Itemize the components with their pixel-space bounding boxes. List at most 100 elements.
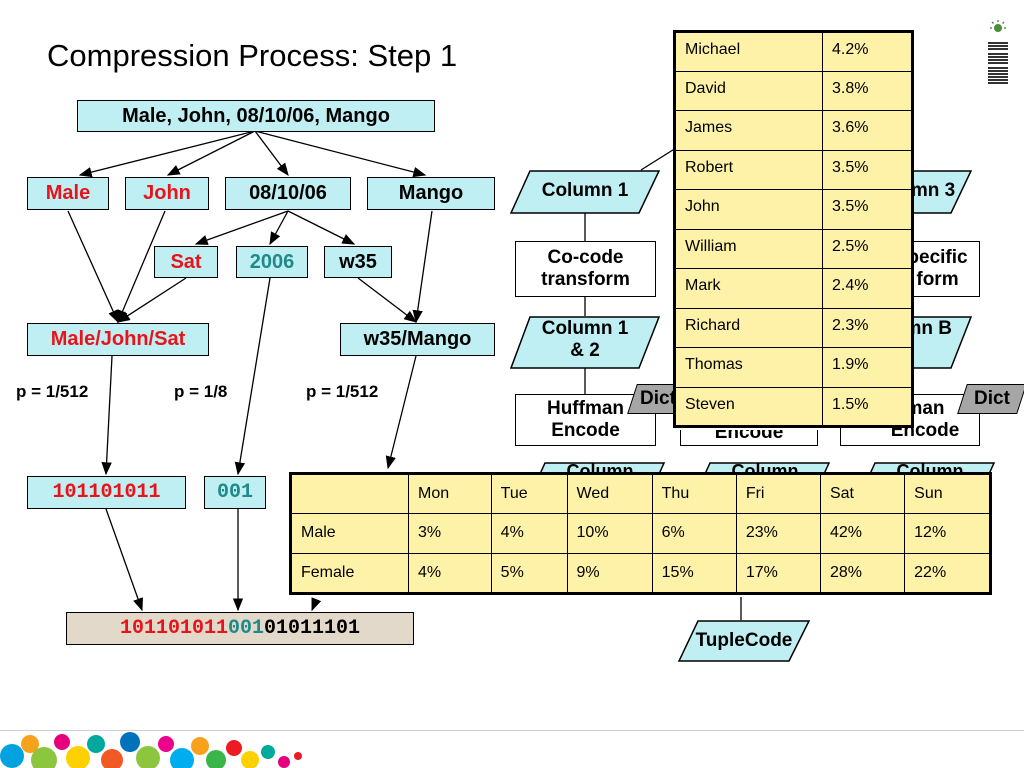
day-frequency-cell: 12%: [904, 513, 991, 554]
result-part-2: 001: [228, 617, 265, 640]
frequency-cell: 1.5%: [822, 386, 913, 427]
column1-label: Column 1: [541, 180, 629, 201]
probability-left: p = 1/512: [16, 382, 89, 401]
column-shape-1: [539, 462, 665, 474]
day-frequency-cell: 10%: [566, 513, 653, 554]
encode-middle-label: Encode: [714, 430, 784, 443]
gender-cell: Female: [290, 553, 409, 594]
day-frequency-cell: 5%: [490, 553, 568, 594]
frequency-cell: 2.4%: [822, 268, 913, 309]
dict-left-label: Dict: [640, 388, 676, 409]
footer-divider: [0, 730, 1024, 731]
name-cell: Robert: [674, 149, 823, 190]
slide-title: Compression Process: Step 1: [47, 38, 458, 73]
day-header-cell: Tue: [490, 473, 568, 514]
name-cell: Mark: [674, 268, 823, 309]
result-part-3: 01011101: [264, 617, 361, 640]
tuplecode-label: TupleCode: [695, 630, 793, 651]
columnB-label: mn B: [904, 318, 953, 339]
name-cell: Thomas: [674, 347, 823, 388]
day-header-cell: Sun: [904, 473, 991, 514]
date-box: 08/10/06: [225, 177, 351, 210]
sat-box: Sat: [154, 246, 218, 278]
frequency-cell: 2.5%: [822, 228, 913, 269]
column12-parallelogram: [510, 316, 660, 369]
male-box: Male: [27, 177, 109, 210]
huffman-right-label: man: [905, 398, 945, 419]
huffman-encode-box: Huffman Encode: [515, 394, 656, 446]
probability-right: p = 1/512: [306, 382, 379, 401]
huffman-encode-label: Huffman Encode: [546, 398, 625, 441]
name-cell: Michael: [674, 31, 823, 72]
day-header-cell: Fri: [735, 473, 821, 514]
frequency-cell: 1.9%: [822, 347, 913, 388]
w35-mango-box: w35/Mango: [340, 323, 495, 356]
day-header-cell: Sat: [819, 473, 906, 514]
column-label-2: Column: [731, 461, 799, 472]
day-frequency-cell: 9%: [566, 553, 653, 594]
day-frequency-cell: 23%: [735, 513, 821, 554]
frequency-cell: 3.8%: [822, 70, 913, 111]
code-box-left: 101101011: [27, 476, 186, 509]
name-cell: James: [674, 110, 823, 151]
cocode-transform-label: Co-code transform: [541, 247, 630, 290]
result-part-1: 101101011: [119, 617, 228, 640]
code-box-middle: 001: [204, 476, 266, 509]
dict-right-label: Dict: [974, 388, 1010, 409]
day-header-cell: Wed: [566, 473, 653, 514]
frequency-cell: 4.2%: [822, 31, 913, 72]
john-box: John: [125, 177, 209, 210]
column3-label: mn 3: [910, 180, 956, 201]
day-header-cell: Thu: [651, 473, 737, 514]
root-record-box: Male, John, 08/10/06, Mango: [77, 100, 435, 132]
frequency-cell: 2.3%: [822, 307, 913, 348]
male-john-sat-box: Male/John/Sat: [27, 323, 209, 356]
cocode-transform-box: Co-code transform: [515, 241, 656, 297]
column12-label: Column 1 & 2: [541, 318, 629, 361]
column1-parallelogram: [510, 170, 660, 214]
day-frequency-cell: 28%: [819, 553, 906, 594]
mango-box: Mango: [367, 177, 495, 210]
day-frequency-cell: 4%: [490, 513, 568, 554]
year-box: 2006: [236, 246, 308, 278]
day-header-cell: Mon: [408, 473, 492, 514]
day-frequency-cell: 6%: [651, 513, 737, 554]
day-frequency-cell: 15%: [651, 553, 737, 594]
name-cell: David: [674, 70, 823, 111]
ibm-logo: [980, 20, 1016, 100]
probability-middle: p = 1/8: [174, 382, 228, 401]
frequency-cell: 3.6%: [822, 110, 913, 151]
frequency-cell: 3.5%: [822, 149, 913, 190]
day-frequency-cell: 17%: [735, 553, 821, 594]
day-frequency-cell: 22%: [904, 553, 991, 594]
day-frequency-cell: 3%: [408, 513, 492, 554]
column-label-1: Column: [566, 461, 634, 472]
footer-decoration: [0, 732, 302, 768]
name-cell: John: [674, 189, 823, 230]
column-shape-2: [704, 462, 830, 474]
day-frequency-cell: 42%: [819, 513, 906, 554]
dict-box-right: Dict: [957, 384, 1024, 414]
ibm-logo-mark: [988, 20, 1008, 84]
tuplecode-parallelogram: [678, 620, 810, 662]
frequency-cell: 3.5%: [822, 189, 913, 230]
day-header-cell: [290, 473, 409, 514]
day-frequency-cell: 4%: [408, 553, 492, 594]
name-cell: William: [674, 228, 823, 269]
gender-cell: Male: [290, 513, 409, 554]
